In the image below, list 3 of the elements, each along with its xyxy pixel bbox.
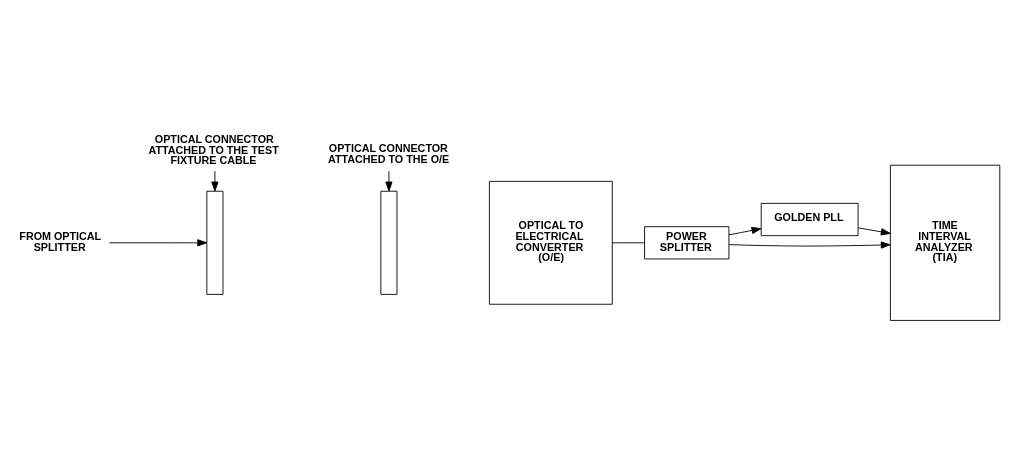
node-text: FROM OPTICAL SPLITTER (19, 229, 102, 253)
node-text: OPTICAL CONNECTOR ATTACHED TO THE TEST FIXTURE CABLE (148, 132, 279, 167)
node-text: OPTICAL CONNECTOR ATTACHED TO THE O/E (327, 141, 450, 165)
